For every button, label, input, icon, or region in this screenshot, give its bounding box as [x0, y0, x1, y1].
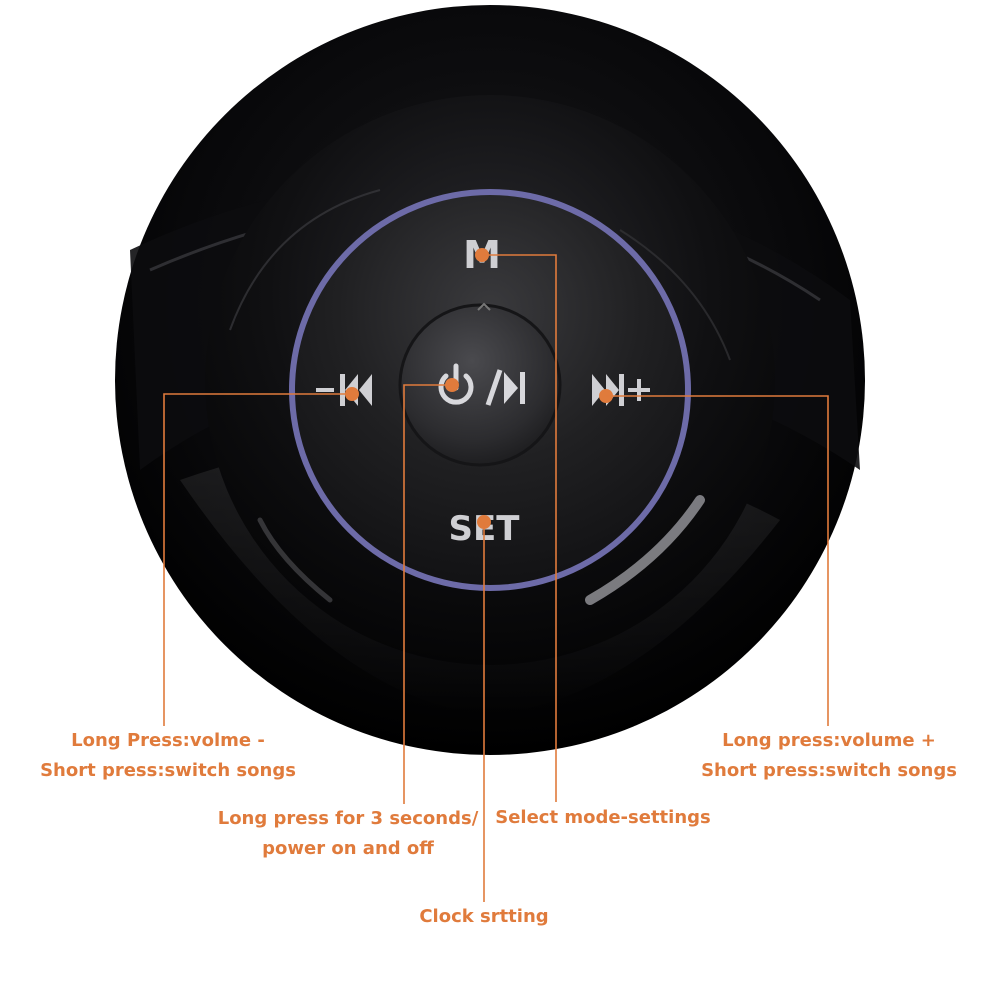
annotation-line: power on and off [262, 838, 434, 859]
annotation-mode: Select mode-settings [480, 803, 726, 833]
annotation-line: Long press for 3 seconds/ [217, 808, 479, 829]
chevron-up-icon [477, 302, 491, 311]
annotation-line: Select mode-settings [495, 807, 711, 828]
leader-lines [163, 254, 829, 902]
annotation-line: Long press:volume + [722, 730, 936, 751]
annotation-line: Short press:switch songs [701, 760, 957, 781]
annotation-line: Long Press:volme - [71, 730, 265, 751]
play-pause-button[interactable] [398, 303, 562, 467]
annotation-line: Short press:switch songs [40, 760, 296, 781]
annotation-prev-volume-down: Long Press:volme - Short press:switch so… [20, 726, 316, 786]
annotation-next-volume-up: Long press:volume + Short press:switch s… [680, 726, 978, 786]
led-ring [289, 189, 691, 591]
annotation-line: Clock srtting [419, 906, 549, 927]
annotation-power: Long press for 3 seconds/ power on and o… [200, 804, 496, 864]
annotation-clock: Clock srtting [380, 902, 588, 932]
